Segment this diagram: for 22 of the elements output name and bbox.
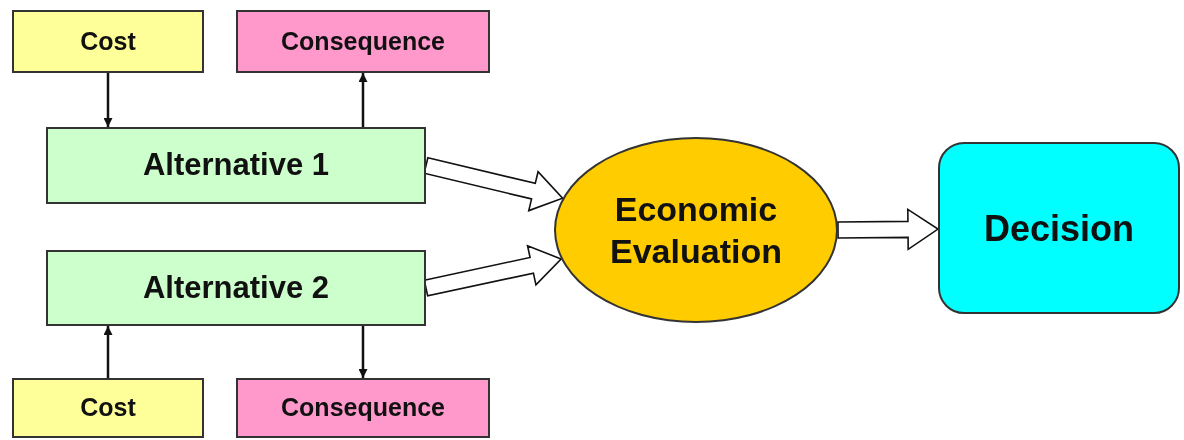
node-label: Consequence [281, 25, 445, 57]
process-box [46, 250, 426, 326]
node-label: Decision [983, 206, 1134, 251]
process-box [236, 378, 490, 438]
node-label: Alternative 2 [142, 268, 330, 307]
process-box [12, 10, 204, 73]
arrow [103, 73, 113, 127]
block-arrow [837, 207, 940, 251]
node-label: Economic Evaluation [609, 188, 783, 272]
arrow [358, 326, 368, 378]
process-box [12, 378, 204, 438]
decision-box [938, 142, 1180, 314]
node-label: Consequence [281, 392, 445, 424]
arrow [358, 73, 368, 127]
process-box [236, 10, 490, 73]
block-arrow [423, 156, 564, 212]
block-arrow [423, 244, 563, 297]
node-label: Alternative 1 [142, 146, 330, 185]
arrow [103, 326, 113, 378]
node-label: Cost [80, 25, 136, 57]
node-label: Cost [80, 392, 136, 424]
process-box [46, 127, 426, 204]
